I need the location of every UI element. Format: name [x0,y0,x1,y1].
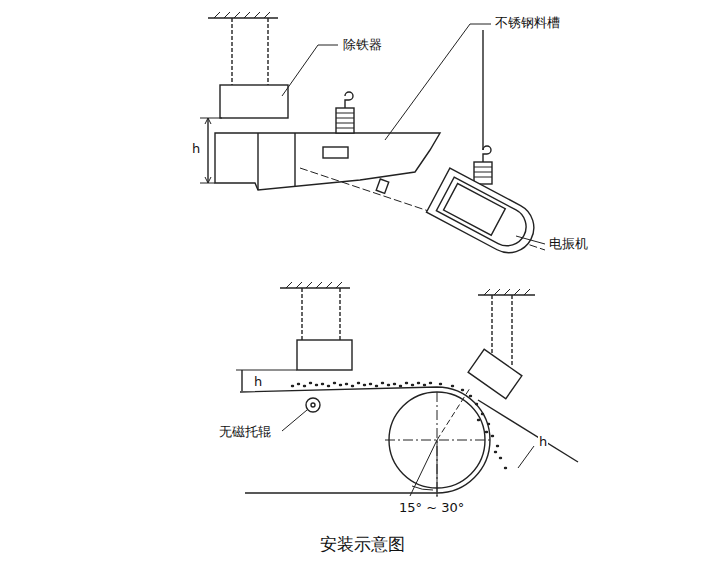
dimension-label: h [191,141,201,157]
figure-caption: 安装示意图 [320,534,405,554]
dimension-label: h [538,434,548,450]
dimension-label: h [253,374,263,390]
part-label: 不锈钢料槽 [494,15,561,31]
angle-label: 15° ~ 30° [398,500,465,516]
part-label: 电振机 [548,236,589,252]
part-label: 无磁托辊 [218,424,272,440]
part-label: 除铁器 [342,37,383,53]
